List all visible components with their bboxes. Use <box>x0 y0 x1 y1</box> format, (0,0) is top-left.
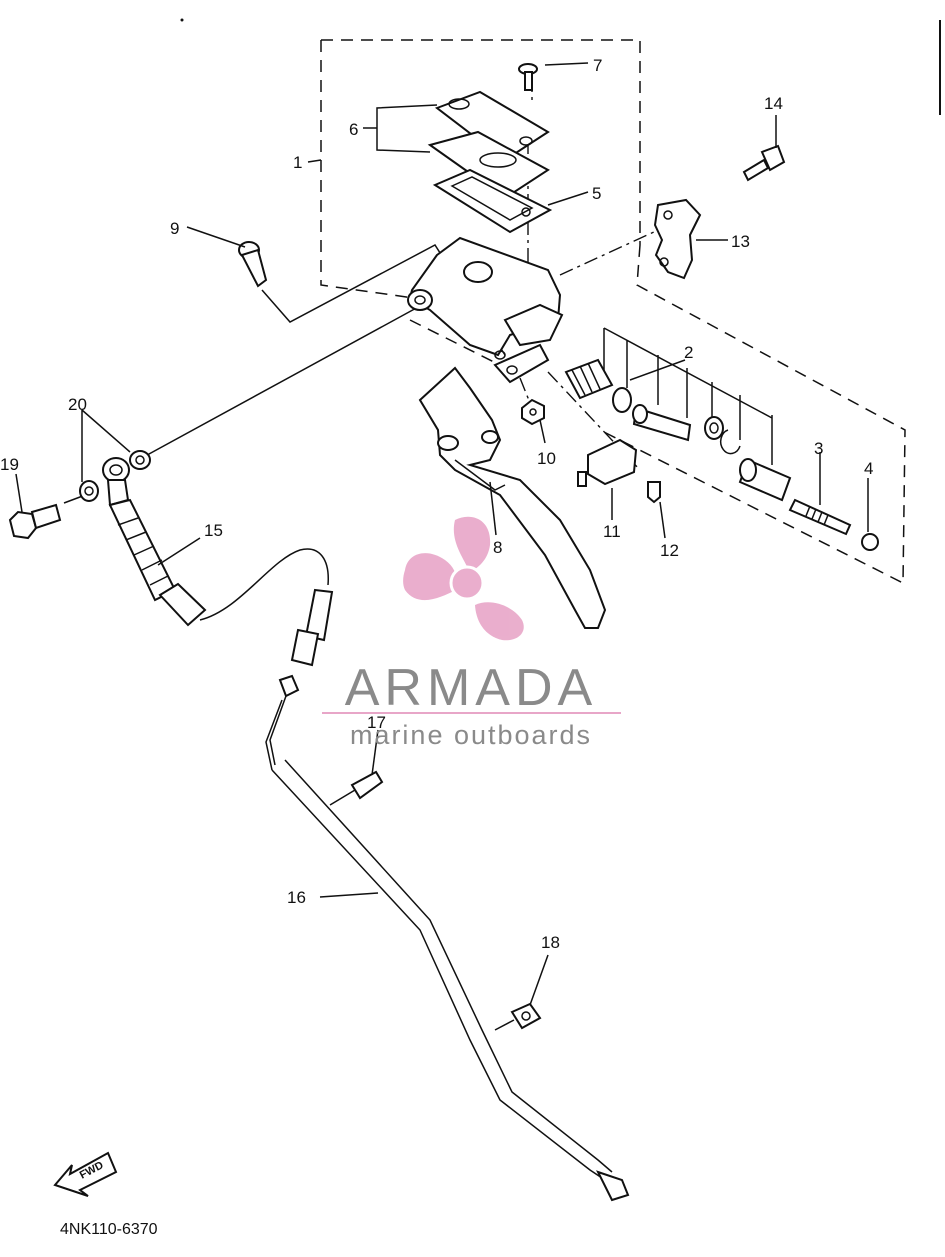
callout-numbers: 7 6 1 5 9 13 14 2 3 4 10 11 12 8 20 19 1… <box>0 56 873 952</box>
callout-10: 10 <box>537 449 556 468</box>
callout-7: 7 <box>593 56 602 75</box>
part-18-clip <box>494 1002 542 1031</box>
fwd-arrow-icon: FWD <box>53 1151 118 1197</box>
callout-3: 3 <box>814 439 823 458</box>
callout-6: 6 <box>349 120 358 139</box>
part-4-cap <box>861 533 879 551</box>
callout-5: 5 <box>592 184 601 203</box>
callout-leaders <box>15 62 869 1006</box>
callout-18: 18 <box>541 933 560 952</box>
callout-9: 9 <box>170 219 179 238</box>
callout-13: 13 <box>731 232 750 251</box>
callout-11: 11 <box>603 522 621 541</box>
assembly-1-boundary <box>320 39 641 301</box>
part-8-clutch-lever <box>418 366 607 629</box>
callout-4: 4 <box>864 459 873 478</box>
armada-logo: ARMADA marine outboards <box>322 516 621 750</box>
part-17-clip <box>329 770 384 806</box>
part-7-screw <box>518 63 538 91</box>
callout-14: 14 <box>764 94 783 113</box>
part-9-cover <box>238 241 268 288</box>
hose-fitting <box>290 588 334 667</box>
part-14-bolt <box>742 144 786 182</box>
diagram-code: 4NK110-6370 <box>60 1221 158 1238</box>
callout-17: 17 <box>367 713 386 732</box>
callout-20: 20 <box>68 395 87 414</box>
propeller-icon <box>403 516 524 641</box>
part-20-washers <box>79 450 151 502</box>
part-13-holder-clamp <box>653 198 702 280</box>
callout-8: 8 <box>493 538 502 557</box>
brand-tagline: marine outboards <box>350 720 592 750</box>
brand-name: ARMADA <box>345 659 597 717</box>
callout-15: 15 <box>204 521 223 540</box>
callout-1: 1 <box>293 153 302 172</box>
callout-16: 16 <box>287 888 306 907</box>
master-cylinder-body <box>407 236 564 384</box>
part-3-pushrod <box>788 498 852 536</box>
part-11-switch <box>577 438 638 487</box>
part-2-piston-kit <box>564 327 792 502</box>
callout-2: 2 <box>684 343 693 362</box>
part-19-union-bolt <box>8 503 62 540</box>
part-12-screw <box>647 481 661 504</box>
part-10-nut <box>521 398 545 426</box>
callout-19: 19 <box>0 455 19 474</box>
callout-12: 12 <box>660 541 679 560</box>
part-5-plate <box>432 168 553 234</box>
part-16-hose <box>265 674 630 1202</box>
part-15-hose <box>102 457 329 627</box>
